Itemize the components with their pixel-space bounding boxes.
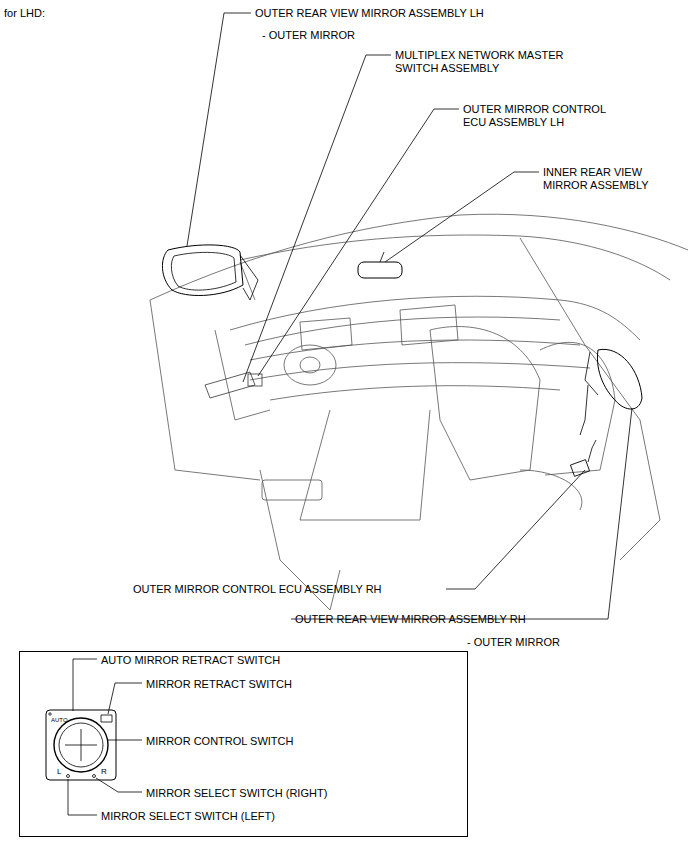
switch-label: MIRROR CONTROL SWITCH [146,735,293,748]
page-heading: for LHD: [4,7,45,20]
inset-panel: AUTO MIRROR RETRACT SWITCH MIRROR RETRACT… [19,651,468,837]
switch-marking: AUTO [51,716,68,724]
part-label: - OUTER MIRROR [262,29,355,42]
part-label: OUTER MIRROR CONTROL ECU ASSEMBLY RH [133,583,382,596]
part-label: - OUTER MIRROR [467,636,560,649]
part-label: MULTIPLEX NETWORK MASTER SWITCH ASSEMBLY [395,49,580,75]
switch-label: MIRROR RETRACT SWITCH [146,678,292,691]
switch-marking: R [101,767,107,777]
switch-label: AUTO MIRROR RETRACT SWITCH [101,654,280,667]
part-label: INNER REAR VIEW MIRROR ASSEMBLY [543,166,668,192]
part-label: OUTER MIRROR CONTROL ECU ASSEMBLY LH [463,103,623,129]
switch-marking: L [57,767,61,777]
part-label: OUTER REAR VIEW MIRROR ASSEMBLY LH [255,7,484,20]
switch-label: MIRROR SELECT SWITCH (RIGHT) [146,787,327,800]
part-label: OUTER REAR VIEW MIRROR ASSEMBLY RH [295,613,526,626]
switch-label: MIRROR SELECT SWITCH (LEFT) [101,810,275,823]
